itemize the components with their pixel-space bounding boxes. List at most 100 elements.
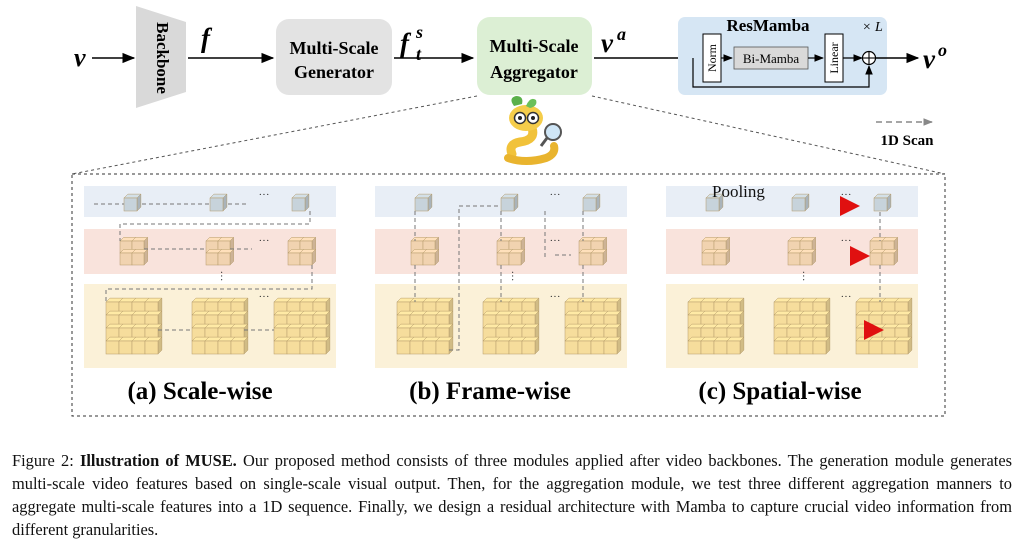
panel-2-coarse-dots: ··· (841, 189, 852, 201)
panel-1-fine-0-cube-3-0-front (396, 340, 411, 355)
panel-0-coarse-1-front (209, 197, 224, 212)
panel-2-mid-2-cube-1-0-front (869, 252, 883, 266)
residual-path (692, 58, 873, 88)
generator-label-line2: Generator (294, 62, 374, 82)
panel-0-fine-0-cube-3-3-front (144, 340, 159, 355)
panel-0-fine-0-cube-3-1-front (118, 340, 133, 355)
panel-1-mid-2-cube-1-1-front (590, 252, 604, 266)
scan-a-down2 (105, 265, 313, 302)
panel-1-mid-dots: ··· (550, 235, 561, 247)
svg-text:s: s (415, 22, 423, 42)
panel-0-mid-1-cube-1-0-front (205, 252, 219, 266)
zoom-line-left (71, 95, 478, 175)
generator-block (276, 19, 392, 95)
panel-2-fine-1-cube-3-1-front (786, 340, 801, 355)
panel-2-fine-0-cube-3-3-front (726, 340, 741, 355)
panel-0-fine-2-cube-3-1-front (286, 340, 301, 355)
panel-1-mid-0-cube-1-0-front (410, 252, 424, 266)
panel-0-mid-dots: ··· (259, 235, 270, 247)
panel-0-fine-1-cube-3-3-front (230, 340, 245, 355)
panel-label-scale-wise: (a) Scale-wise (127, 378, 272, 405)
panel-1-mid-2-cube-1-0-front (578, 252, 592, 266)
svg-text:o: o (938, 40, 947, 60)
panel-2-fine-2-cube-3-1-front (868, 340, 883, 355)
feature-label: f (201, 23, 213, 53)
linear-label: Linear (827, 42, 841, 73)
norm-label: Norm (705, 43, 719, 72)
aggregated-label: v a (601, 24, 626, 58)
panel-0-fine-1-cube-3-0-front (191, 340, 206, 355)
caption-body: Our proposed method consists of three mo… (12, 451, 1012, 539)
bimamba-label: Bi-Mamba (743, 51, 800, 66)
panel-0-fine-dots: ··· (259, 291, 270, 303)
panel-0-fine-0-cube-3-2-front (131, 340, 146, 355)
panel-2-fine-1-cube-3-2-front (799, 340, 814, 355)
panel-2-fine-0-cube-3-2-front (713, 340, 728, 355)
panel-0-coarse-dots: ··· (259, 189, 270, 201)
panel-0-mid-1-cube-1-1-front (217, 252, 231, 266)
panel-1-mid-0-cube-1-1-front (422, 252, 436, 266)
pooling-label: Pooling (712, 182, 765, 201)
svg-text:a: a (617, 24, 626, 44)
svg-text:t: t (416, 44, 422, 64)
panel-2-fine-1-cube-3-3-front (812, 340, 827, 355)
panel-1-fine-2-cube-3-1-front (577, 340, 592, 355)
panel-1-coarse-0-front (414, 197, 429, 212)
panel-1-fine-dots: ··· (550, 291, 561, 303)
svg-text:v: v (601, 28, 614, 58)
aggregation-panels: ····································Pool… (84, 182, 918, 368)
aggregator-label-line2: Aggregator (490, 62, 578, 82)
aggregation-detail-box (71, 173, 946, 417)
panel-0-vert-dots: ··· (215, 271, 227, 282)
panel-2-fine-0-cube-3-1-front (700, 340, 715, 355)
panel-0-fine-1-cube-3-2-front (217, 340, 232, 355)
panel-0-mid-2-cube-1-0-front (287, 252, 301, 266)
panel-1-fine-2-cube-3-0-front (564, 340, 579, 355)
panel-2-fine-0-cube-3-0-front (687, 340, 702, 355)
panel-1-fine-1-cube-3-2-front (508, 340, 523, 355)
panel-0-fine-2-cube-3-2-front (299, 340, 314, 355)
panel-label-spatial-wise: (c) Spatial-wise (698, 378, 861, 405)
panel-1-fine-1-cube-3-1-front (495, 340, 510, 355)
panel-1-fine-0-cube-3-2-front (422, 340, 437, 355)
backbone-label: Backbone (153, 22, 172, 94)
generator-label-line1: Multi-Scale (290, 38, 379, 58)
resmamba-title: ResMamba (726, 16, 810, 35)
muse-diagram: v Backbone f Multi-Scale Generator f s t… (71, 6, 947, 417)
panel-2-fine-2-cube-3-2-front (881, 340, 896, 355)
svg-text:v: v (923, 44, 936, 74)
backbone-block (136, 6, 186, 108)
scan-b-jump1 (449, 205, 501, 351)
resmamba-repeat: × L (862, 20, 883, 35)
panel-1-fine-0-cube-3-1-front (409, 340, 424, 355)
panel-0-mid-2-cube-1-1-front (299, 252, 313, 266)
panel-1-coarse-2-front (582, 197, 597, 212)
panel-2-fine-2-cube-3-0-front (855, 340, 870, 355)
panel-1-fine-1-cube-3-0-front (482, 340, 497, 355)
panel-1-mid-1-cube-1-0-front (496, 252, 510, 266)
panel-1-fine-0-cube-3-3-front (435, 340, 450, 355)
scan-legend-label: 1D Scan (881, 133, 935, 149)
panel-1-fine-1-cube-3-3-front (521, 340, 536, 355)
panel-1-vert-dots: ··· (506, 271, 518, 282)
panel-0-fine-1-cube-3-1-front (204, 340, 219, 355)
mascot-snake-icon (504, 96, 562, 165)
panel-0-mid-0-cube-1-1-front (131, 252, 145, 266)
pipeline: v Backbone f Multi-Scale Generator f s t… (74, 6, 947, 149)
panel-0-fine-2-cube-3-3-front (312, 340, 327, 355)
input-label: v (74, 43, 86, 72)
panel-1-coarse-1-front (500, 197, 515, 212)
panel-0-coarse-0-front (123, 197, 138, 212)
figure-caption: Figure 2: Illustration of MUSE. Our prop… (12, 449, 1012, 541)
caption-prefix: Figure 2: (12, 451, 80, 470)
panel-2-mid-dots: ··· (841, 235, 852, 247)
panel-0-fine-0-cube-3-0-front (105, 340, 120, 355)
panel-1-fine-2-cube-3-2-front (590, 340, 605, 355)
aggregator-block (477, 17, 592, 95)
aggregator-label-line1: Multi-Scale (490, 36, 579, 56)
panel-1-fine-2-cube-3-3-front (603, 340, 618, 355)
panel-2-vert-dots: ··· (797, 271, 809, 282)
panel-0-mid-0-cube-1-0-front (119, 252, 133, 266)
panel-0-fine-2-cube-3-0-front (273, 340, 288, 355)
panel-label-frame-wise: (b) Frame-wise (409, 378, 571, 405)
